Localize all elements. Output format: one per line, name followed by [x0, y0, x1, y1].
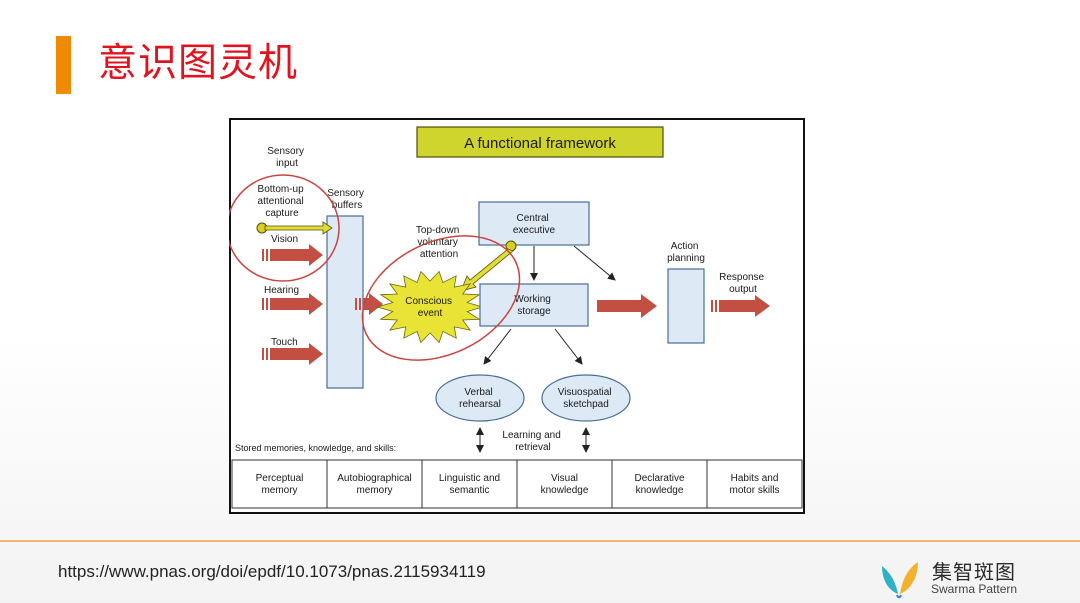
input-arrow-vision: [262, 244, 323, 266]
working-storage-label: Working storage: [514, 294, 553, 317]
functional-framework-diagram: A functional framework Sensory input Bot…: [226, 118, 805, 514]
storage-to-verbal-arrow: [483, 328, 512, 365]
bottom-up-arrow: [264, 221, 333, 235]
central-executive-label: Central executive: [513, 213, 556, 236]
top-down-arrow: [460, 248, 514, 292]
banner-box: [416, 126, 664, 158]
input-arrow-touch: [262, 343, 323, 365]
conscious-event-burst: [376, 270, 484, 344]
footer-divider: [0, 540, 1080, 542]
central-executive-box: [478, 201, 590, 246]
stored-memories-label: Stored memories, knowledge, and skills:: [235, 443, 396, 453]
action-planning-label: Action planning: [667, 241, 705, 264]
logo-name-en: Swarma Pattern: [931, 582, 1018, 596]
working-storage-box: [479, 283, 589, 327]
input-label-hearing: Hearing: [264, 285, 299, 296]
sensory-buffers-label: Sensory buffers: [327, 188, 366, 211]
page-title: 意识图灵机: [98, 41, 299, 86]
banner-title: A functional framework: [464, 135, 616, 152]
action-planning-box: [667, 268, 705, 344]
logo-name-cn: 集智斑图: [932, 560, 1016, 584]
learning-retrieval-label: Learning and retrieval: [502, 430, 563, 453]
input-arrow-hearing: [262, 293, 323, 315]
visuospatial-sketchpad-ellipse: [541, 374, 631, 422]
storage-to-visuospatial-arrow: [554, 328, 583, 365]
verbal-rehearsal-ellipse: [435, 374, 525, 422]
bottom-up-label: Bottom-up attentional capture: [258, 184, 307, 219]
sensory-buffers-box: [326, 215, 364, 389]
conscious-event-label: Conscious event: [405, 296, 454, 319]
response-output-arrow: [711, 295, 770, 317]
buffers-to-conscious-arrow: [355, 293, 383, 315]
top-down-label: Top-down voluntary attention: [416, 225, 462, 260]
title-accent-bar: [56, 36, 71, 94]
visuospatial-sketchpad-label: Visuospatial sketchpad: [558, 387, 615, 410]
storage-to-action-arrow: [597, 294, 657, 318]
input-label-vision: Vision: [271, 234, 298, 245]
input-label-touch: Touch: [271, 337, 298, 348]
exec-to-action-arrow: [573, 245, 616, 281]
sensory-input-label: Sensory input: [267, 146, 306, 169]
functional-framework-figure: A functional framework Sensory input Bot…: [226, 118, 805, 514]
conscious-event-highlight-ring: [361, 235, 521, 361]
swarma-logo: 集智斑图 Swarma Pattern: [878, 556, 1028, 600]
butterfly-logo-icon: [882, 562, 918, 599]
response-output-label: Response output: [719, 272, 767, 295]
source-url[interactable]: https://www.pnas.org/doi/epdf/10.1073/pn…: [58, 562, 486, 581]
verbal-rehearsal-label: Verbal rehearsal: [459, 387, 501, 410]
